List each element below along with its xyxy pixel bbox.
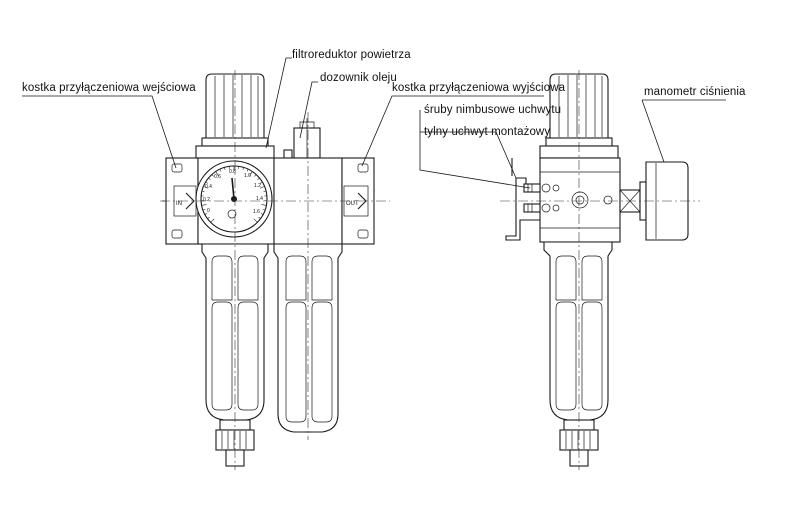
- front-pressure-gauge: 0 0.2 0.4 0.6 0.8 1.0 1.2 1.4 1.6: [196, 161, 272, 237]
- label-bracket-screws: śruby nimbusowe uchwytu: [424, 104, 561, 116]
- gauge-tick-1: 0.2: [203, 197, 210, 203]
- inlet-port-label: IN: [176, 201, 182, 207]
- oil-dosing-head: [284, 118, 320, 158]
- gauge-tick-8: 1.6: [253, 209, 260, 215]
- label-pressure-gauge: manometr ciśnienia: [644, 86, 746, 98]
- label-oil-lubricator: dozownik oleju: [320, 72, 397, 84]
- gauge-tick-3: 0.6: [214, 174, 221, 180]
- label-filter-regulator: filtroreduktor powietrza: [292, 49, 411, 61]
- gauge-tick-2: 0.4: [205, 184, 212, 190]
- label-rear-bracket: tylny uchwyt montażowy: [424, 126, 550, 138]
- label-inlet-block: kostka przyłączeniowa wejściowa: [22, 82, 196, 94]
- side-filter-bowl: [544, 242, 612, 466]
- gauge-tick-0: 0: [207, 208, 210, 214]
- gauge-tick-5: 1.0: [244, 173, 251, 179]
- label-outlet-block: kostka przyłączeniowa wyjściowa: [392, 82, 565, 94]
- gauge-tick-6: 1.2: [254, 183, 261, 189]
- outlet-port-label: OUT: [346, 201, 359, 207]
- filter-regulator-unit: IN 0 0.2 0.4 0.6 0.8 1.0 1.2 1.4 1.6: [162, 74, 274, 466]
